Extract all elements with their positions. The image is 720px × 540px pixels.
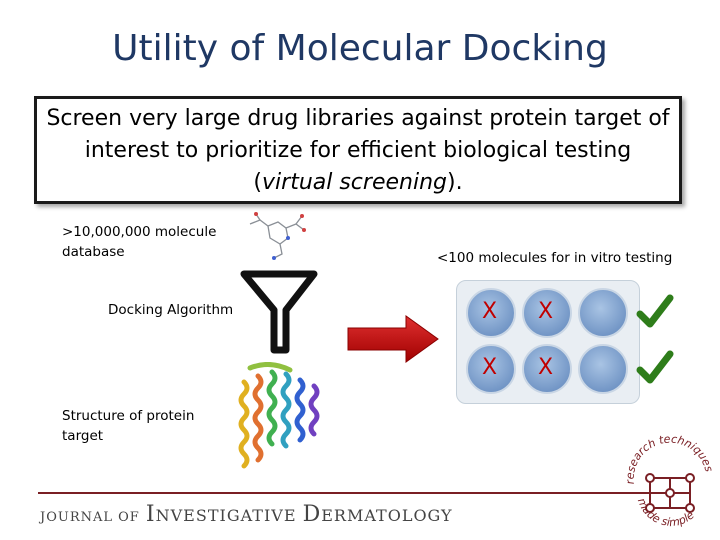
arrow-right-icon — [347, 315, 439, 363]
well-mark: X — [538, 299, 554, 324]
checkmark-icon — [636, 294, 674, 328]
molecule-icon — [249, 212, 306, 260]
callout-line-1: Screen very large drug libraries against… — [46, 106, 670, 131]
checkmark-icon — [636, 350, 674, 384]
virtual-screening-term: virtual screening — [262, 170, 447, 195]
well-plate-graphic — [466, 288, 628, 394]
well-mark: X — [482, 299, 498, 324]
svg-text:made simple: made simple — [635, 496, 697, 529]
docking-algorithm-label: Docking Algorithm — [108, 302, 234, 318]
protein-structure-image — [238, 362, 320, 469]
callout-box: Screen very large drug libraries against… — [34, 96, 682, 204]
database-label: >10,000,000 molecule database — [62, 224, 217, 260]
slide-title: Utility of Molecular Docking — [112, 28, 608, 69]
callout-line-2: interest to prioritize for efficient bio… — [84, 138, 632, 163]
research-techniques-badge: research techniques made simple — [624, 434, 716, 529]
funnel-icon — [240, 270, 318, 354]
protein-structure-label: Structure of protein target — [62, 408, 195, 444]
well-mark: X — [538, 355, 554, 380]
callout-line-3: (virtual screening). — [253, 170, 463, 195]
journal-logo: Journal of Investigative Dermatology — [40, 502, 453, 527]
well-mark: X — [482, 355, 498, 380]
footer-divider — [38, 492, 678, 494]
well-plate: X X X X — [456, 280, 640, 404]
in-vitro-label: <100 molecules for in vitro testing — [437, 250, 673, 266]
